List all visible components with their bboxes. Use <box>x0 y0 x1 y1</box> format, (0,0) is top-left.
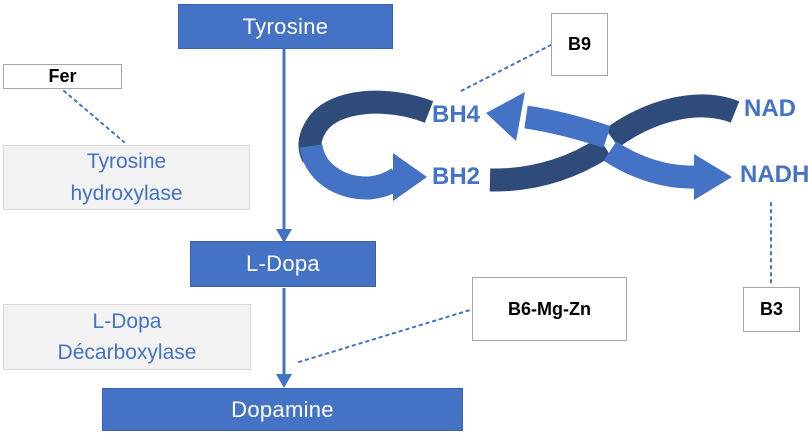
to-nadh-light-band <box>603 141 696 189</box>
bh4-bh2-cycle-arrow-icon <box>298 90 434 201</box>
ldopa-decarboxylase-line2: Décarboxylase <box>57 341 197 364</box>
ldopa-label: L-Dopa <box>246 251 320 276</box>
dopamine-label: Dopamine <box>231 396 334 422</box>
nadh-label: NADH <box>740 161 808 188</box>
ldopa-decarboxylase-box: L-Dopa Décarboxylase <box>3 304 251 370</box>
to-bh4-light-band <box>524 105 611 148</box>
b9-label: B9 <box>567 34 591 54</box>
bh2-arrowhead-icon <box>393 153 427 201</box>
bh2-origin-dark-band <box>489 137 612 192</box>
b6-mg-zn-label: B6-Mg-Zn <box>508 298 591 319</box>
ldopa-decarboxylase-line1: L-Dopa <box>92 309 162 333</box>
bh4-label: BH4 <box>432 101 481 128</box>
ldopa-to-dopamine-arrowhead-icon <box>276 374 292 388</box>
b6mgzn-to-arrow-dashed-line <box>298 309 471 363</box>
dashed-connectors <box>63 44 772 363</box>
left-loop-dark-band <box>298 90 434 163</box>
bh2-label: BH2 <box>432 163 481 190</box>
nad-nadh-cycle-arrow-icon <box>486 92 740 200</box>
bh4-arrowhead-icon <box>486 92 525 141</box>
b3-label: B3 <box>759 299 783 319</box>
tyrosine-hydroxylase-box: Tyrosine hydroxylase <box>3 145 250 210</box>
fer-cofactor-box: Fer <box>3 64 122 89</box>
b9-to-bh4-dashed-line <box>460 44 552 92</box>
ldopa-node: L-Dopa <box>190 241 376 287</box>
nad-dark-band <box>605 94 740 148</box>
b9-cofactor-box: B9 <box>551 13 608 76</box>
b3-cofactor-box: B3 <box>743 287 800 332</box>
dopamine-node: Dopamine <box>102 388 463 431</box>
tyrosine-node: Tyrosine <box>178 4 393 49</box>
nad-label: NAD <box>744 95 796 122</box>
tyrosine-hydroxylase-line2: hydroxylase <box>70 181 183 205</box>
fer-label: Fer <box>48 66 77 86</box>
tyrosine-to-ldopa-arrowhead-icon <box>276 229 292 243</box>
tyrosine-label: Tyrosine <box>242 13 329 39</box>
b6-mg-zn-cofactor-box: B6-Mg-Zn <box>472 277 627 341</box>
left-loop-light-band <box>299 143 405 200</box>
tyrosine-hydroxylase-line1: Tyrosine <box>86 150 167 173</box>
fer-to-hydroxylase-dashed-line <box>63 90 125 143</box>
pathway-arrows <box>276 49 292 388</box>
nadh-arrowhead-icon <box>694 154 732 200</box>
